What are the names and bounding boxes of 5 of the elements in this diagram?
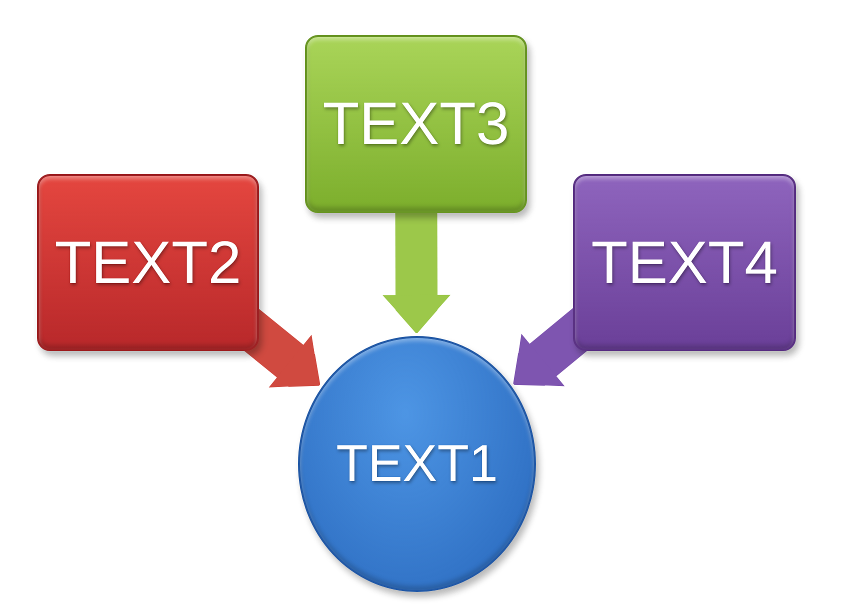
center-circle: TEXT1	[298, 336, 536, 592]
block-arrow	[382, 212, 450, 334]
process-box: TEXT2	[37, 174, 259, 351]
process-box: TEXT4	[573, 174, 796, 351]
process-box: TEXT3	[305, 35, 527, 213]
